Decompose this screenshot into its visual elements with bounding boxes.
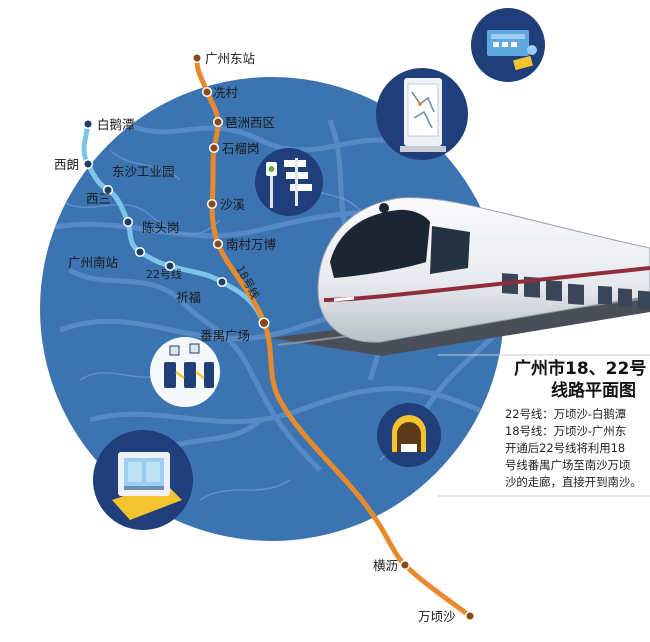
high-speed-train-icon [317, 197, 650, 343]
station-label: 沙溪 [220, 197, 246, 212]
station-dot [206, 198, 218, 210]
station-dot [216, 276, 228, 288]
station-dot [212, 116, 224, 128]
map-title-line-1: 广州市18、22号 [514, 358, 646, 379]
ticket-counter-icon [93, 430, 193, 530]
station-label: 冼村 [213, 85, 239, 100]
line-18-station-dots [191, 52, 476, 622]
station-label: 南村万博 [226, 237, 277, 252]
station-dot [464, 610, 476, 622]
station-label: 东沙工业园 [112, 164, 175, 179]
station-label: 横沥 [373, 558, 398, 573]
station-dot [82, 158, 94, 170]
fare-gate-icon [150, 337, 220, 407]
station-dot [201, 86, 213, 98]
station-dot [212, 238, 224, 250]
station-label: 祈福 [176, 290, 201, 305]
map-description-line: 18号线：万顷沙-广州东 [505, 424, 626, 438]
map-description-line: 沙的走廊，直接开到南沙。 [505, 475, 642, 489]
station-label: 广州东站 [205, 51, 255, 66]
line-22-label: 22号线 [146, 267, 182, 281]
station-dot [102, 184, 114, 196]
signpost-icon [255, 148, 323, 216]
map-description-line: 号线番禺广场至南沙万顷 [505, 458, 630, 472]
line-22-station-dots [82, 118, 228, 288]
station-label: 西朗 [54, 157, 79, 172]
map-title-line-2: 线路平面图 [551, 380, 636, 401]
station-dot [134, 246, 146, 258]
map-description-line: 开通后22号线将利用18 [505, 441, 625, 455]
station-label: 万顷沙 [418, 609, 456, 624]
station-dot [122, 216, 134, 228]
station-dot [191, 52, 203, 64]
tunnel-icon [377, 403, 441, 467]
map-description-line: 22号线：万顷沙-白鹅潭 [505, 407, 626, 421]
station-dot [399, 559, 411, 571]
ticket-machine-icon [471, 8, 545, 82]
station-label: 石榴岗 [222, 141, 260, 156]
station-label: 琶洲西区 [225, 115, 275, 130]
station-dot [258, 317, 270, 329]
station-label: 陈头岗 [142, 220, 180, 235]
station-dot [208, 142, 220, 154]
station-dot [82, 118, 94, 130]
station-label: 白鹅潭 [97, 117, 135, 132]
station-label: 西三 [86, 191, 111, 206]
station-label: 广州南站 [68, 255, 118, 270]
station-label: 番禺广场 [200, 328, 250, 343]
station-dot [164, 260, 176, 272]
station-map-board-icon [376, 68, 468, 160]
